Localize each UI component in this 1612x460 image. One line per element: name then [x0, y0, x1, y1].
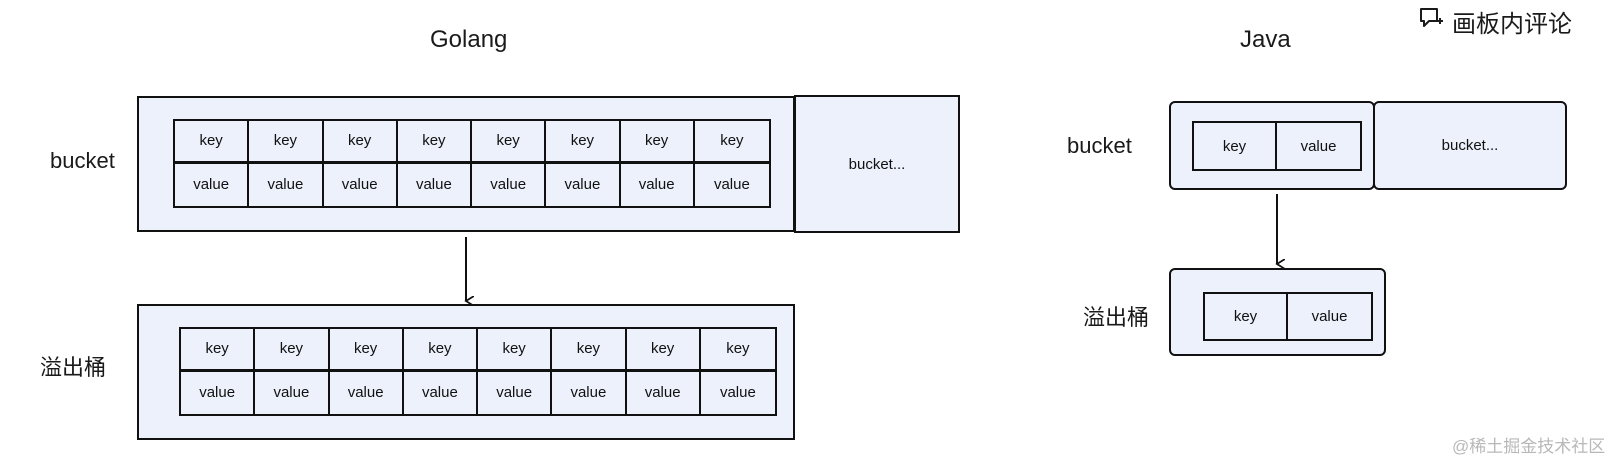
- java-bucket-value-cell: value: [1300, 137, 1337, 155]
- golang-bucket-key-cell: key: [175, 121, 250, 164]
- java-bucket-label: bucket: [1067, 133, 1132, 158]
- board-comment-button[interactable]: 画板内评论: [1418, 4, 1572, 39]
- golang-overflow-value-cell: value: [719, 384, 756, 402]
- golang-overflow-value-cell: value: [404, 371, 478, 414]
- golang-bucket-value-cell: value: [249, 163, 324, 206]
- java-overflow-grid: key value: [1203, 292, 1373, 341]
- golang-overflow-key-cell: key: [626, 329, 701, 372]
- java-overflow-value-cell: value: [1311, 308, 1348, 325]
- golang-overflow-label: 溢出桶: [40, 355, 107, 380]
- golang-bucket-key-cell: key: [323, 121, 398, 164]
- java-overflow-key-cell: key: [1205, 294, 1288, 339]
- golang-bucket-value-cell: value: [546, 163, 621, 206]
- comment-add-icon: [1418, 6, 1444, 37]
- golang-overflow-value-cell: value: [478, 371, 553, 414]
- golang-bucket-key-cell: key: [397, 121, 472, 164]
- java-next-bucket-box: [1373, 101, 1567, 190]
- golang-overflow-value-cell: value: [552, 371, 627, 414]
- golang-bucket-value-cell: value: [398, 163, 472, 206]
- golang-bucket-value-cell: value: [472, 163, 547, 206]
- golang-overflow-key-cell: key: [181, 329, 256, 372]
- golang-overflow-key-cell: key: [552, 329, 627, 372]
- golang-bucket-label: bucket: [50, 148, 115, 173]
- golang-overflow-value-cell: value: [255, 371, 330, 414]
- golang-overflow-key-cell: key: [478, 329, 553, 372]
- golang-bucket-key-cell: key: [472, 121, 547, 164]
- java-bucket-grid: key value: [1192, 121, 1362, 171]
- java-overflow-label: 溢出桶: [1083, 305, 1150, 330]
- golang-bucket-key-cell: key: [694, 121, 769, 164]
- golang-bucket-value-cell: value: [175, 163, 250, 206]
- golang-overflow-key-cell: key: [700, 329, 775, 372]
- golang-overflow-key-cell: key: [329, 329, 404, 372]
- golang-bucket-key-cell: key: [546, 121, 621, 164]
- comment-label: 画板内评论: [1452, 11, 1572, 38]
- golang-overflow-key-cell: key: [403, 329, 478, 372]
- golang-overflow-key-cell: key: [255, 329, 330, 372]
- java-bucket-key-cell: key: [1194, 123, 1277, 169]
- golang-overflow-value-cell: value: [181, 371, 256, 414]
- golang-bucket-value-cell: value: [324, 163, 398, 206]
- java-next-bucket-label: bucket...: [1441, 137, 1499, 154]
- golang-bucket-key-cell: key: [249, 121, 324, 164]
- watermark: @稀土掘金技术社区: [1452, 437, 1606, 456]
- golang-overflow-value-cell: value: [627, 371, 701, 414]
- golang-bucket-value-cell: value: [621, 163, 695, 206]
- golang-bucket-value-cell: value: [713, 176, 750, 194]
- java-title: Java: [1240, 26, 1291, 53]
- golang-next-bucket-label: bucket...: [848, 155, 906, 173]
- golang-title: Golang: [430, 26, 508, 53]
- golang-bucket-key-cell: key: [620, 121, 695, 164]
- golang-overflow-value-cell: value: [330, 371, 404, 414]
- golang-next-bucket-box: [794, 95, 960, 233]
